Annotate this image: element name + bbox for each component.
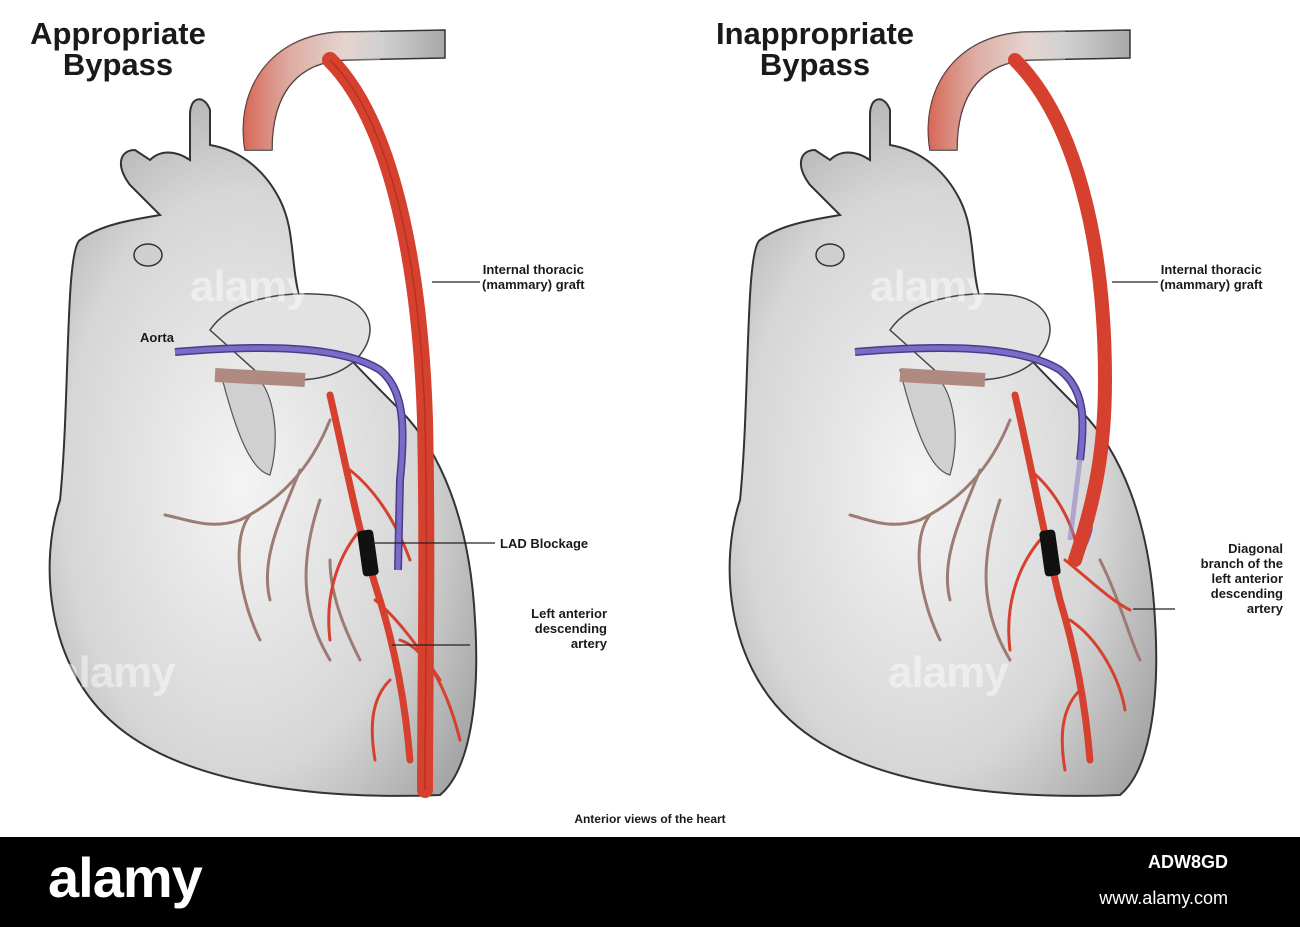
label-diag-line5: artery [1246, 601, 1283, 616]
left-graft-fade [243, 31, 380, 150]
right-graft-fade [928, 31, 1065, 150]
panel-title-left: Appropriate Bypass [18, 18, 218, 80]
left-brown-band [214, 368, 306, 387]
label-lad-line3: artery [570, 636, 607, 651]
panel-title-left-line1: Appropriate [30, 16, 206, 51]
left-heart [48, 29, 478, 798]
label-itg-left: Internal thoracic (mammary) graft [482, 262, 585, 292]
left-lad-blockage [357, 529, 379, 577]
label-itg-right-line2: (mammary) graft [1160, 277, 1263, 292]
right-itg [1008, 53, 1113, 567]
right-brown-band [899, 368, 986, 387]
stock-site-url: www.alamy.com [1099, 888, 1228, 908]
panel-title-right: Inappropriate Bypass [700, 18, 930, 80]
label-diag-line3: left anterior [1211, 571, 1283, 586]
watermark-brand-logo: alamy [48, 846, 203, 909]
left-pulmonary-trunk [209, 293, 371, 381]
right-heart [728, 29, 1158, 797]
left-appendage [219, 369, 276, 476]
label-diag-line2: branch of the [1200, 556, 1283, 571]
right-appendage [899, 369, 956, 476]
panel-title-right-line1: Inappropriate [715, 16, 915, 51]
left-lad [326, 391, 414, 764]
left-vessel-opening [133, 243, 163, 267]
panel-title-left-line2: Bypass [62, 47, 174, 82]
label-lad-blockage: LAD Blockage [500, 536, 589, 551]
label-lad: Left anterior descending artery [502, 606, 607, 651]
watermark-4: alamy [888, 648, 1009, 697]
label-itg-right-line1: Internal thoracic [1160, 262, 1262, 277]
label-diag-line4: descending [1210, 586, 1283, 601]
right-lad-blockage [1039, 529, 1061, 577]
label-aorta: Aorta [140, 330, 174, 345]
watermark-2: alamy [55, 648, 176, 697]
watermark-3: alamy [870, 262, 991, 311]
label-itg-right: Internal thoracic (mammary) graft [1160, 262, 1263, 292]
stock-image-id: ADW8GD [1148, 852, 1228, 872]
label-lad-line2: descending [534, 621, 607, 636]
label-diag-line1: Diagonal [1228, 541, 1283, 556]
label-itg-left-line2: (mammary) graft [482, 277, 585, 292]
panel-title-right-line2: Bypass [759, 47, 871, 82]
figure-caption: Anterior views of the heart [574, 812, 726, 826]
right-lad [1011, 391, 1094, 764]
watermark-footer-bar [0, 837, 1300, 927]
right-pulmonary-trunk [889, 293, 1051, 381]
label-diagonal-branch: Diagonal branch of the left anterior des… [1170, 541, 1283, 616]
watermark-1: alamy [190, 262, 311, 311]
right-vessel-opening [815, 243, 845, 267]
label-itg-left-line1: Internal thoracic [482, 262, 584, 277]
label-lad-line1: Left anterior [531, 606, 607, 621]
leader-lines [372, 281, 1175, 646]
left-branches [163, 418, 362, 662]
right-branches [848, 418, 1142, 662]
